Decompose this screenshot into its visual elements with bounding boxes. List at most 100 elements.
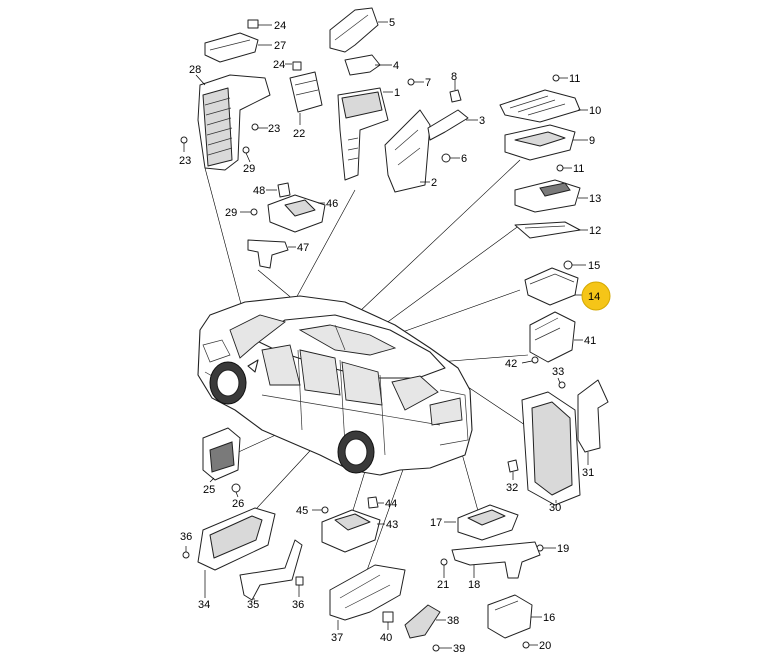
label-3[interactable]: 3 (479, 115, 485, 127)
label-37[interactable]: 37 (331, 632, 343, 644)
label-36b[interactable]: 36 (292, 599, 304, 611)
part-module-13 (514, 179, 588, 213)
label-34[interactable]: 34 (198, 599, 210, 611)
label-48[interactable]: 48 (253, 185, 265, 197)
label-30[interactable]: 30 (549, 502, 561, 514)
label-41[interactable]: 41 (584, 335, 596, 347)
label-5[interactable]: 5 (389, 17, 395, 29)
part-tray-12 (514, 221, 588, 239)
label-35[interactable]: 35 (247, 599, 259, 611)
part-screw-29 (242, 146, 251, 163)
label-43[interactable]: 43 (386, 519, 398, 531)
part-labels[interactable]: 24 27 24 28 23 22 23 29 5 4 1 7 8 3 6 2 … (179, 17, 601, 655)
part-module-22 (289, 61, 323, 125)
part-screw-45 (312, 506, 329, 514)
label-40[interactable]: 40 (380, 632, 392, 644)
part-bracket-28 (195, 74, 271, 171)
part-screw-7 (407, 78, 424, 86)
label-23a[interactable]: 23 (268, 123, 280, 135)
highlight-marker-14 (581, 281, 611, 311)
part-bracket-34 (197, 507, 276, 598)
part-module-41 (529, 311, 583, 363)
label-10[interactable]: 10 (589, 105, 601, 117)
part-bracket-47 (247, 239, 296, 269)
label-24b[interactable]: 24 (273, 59, 285, 71)
part-module-16 (487, 594, 542, 639)
part-module-1 (337, 87, 393, 181)
part-screw-33 (557, 377, 566, 389)
part-screw-6 (441, 153, 460, 163)
part-module-43 (321, 509, 385, 553)
part-clip-40 (382, 611, 394, 630)
part-screw-21 (440, 558, 448, 578)
label-11a[interactable]: 11 (569, 73, 580, 85)
part-module-9 (504, 124, 588, 161)
label-15[interactable]: 15 (588, 260, 600, 272)
label-21[interactable]: 21 (437, 579, 449, 591)
part-screw-39 (432, 644, 452, 652)
label-47[interactable]: 47 (297, 242, 309, 254)
part-screw-15 (563, 260, 586, 270)
part-screw-11b (556, 164, 572, 172)
label-27[interactable]: 27 (274, 40, 286, 52)
label-7[interactable]: 7 (425, 77, 431, 89)
label-38[interactable]: 38 (447, 615, 459, 627)
label-29b[interactable]: 29 (225, 207, 237, 219)
label-2[interactable]: 2 (431, 177, 437, 189)
part-bracket-31 (577, 379, 609, 465)
label-39[interactable]: 39 (453, 643, 465, 655)
label-6[interactable]: 6 (461, 153, 467, 165)
part-module-25 (202, 427, 241, 483)
part-nut-44 (367, 496, 384, 509)
part-bracket-2 (384, 109, 431, 193)
part-bracket-18 (451, 541, 541, 579)
label-22[interactable]: 22 (293, 128, 305, 140)
part-bracket-3 (427, 109, 478, 141)
label-33[interactable]: 33 (552, 366, 564, 378)
part-bracket-37 (329, 564, 406, 630)
label-28[interactable]: 28 (189, 64, 201, 76)
part-screw-29b (240, 208, 258, 216)
part-nut-26 (231, 483, 241, 498)
part-nut-32 (507, 459, 519, 480)
label-25[interactable]: 25 (203, 484, 215, 496)
label-12[interactable]: 12 (589, 225, 601, 237)
label-14[interactable]: 14 (588, 291, 600, 303)
part-module-14 (524, 267, 583, 306)
label-24a[interactable]: 24 (274, 20, 286, 32)
label-4[interactable]: 4 (393, 60, 399, 72)
vehicle-illustration (197, 295, 473, 476)
label-8[interactable]: 8 (451, 71, 457, 83)
part-screw-11a (552, 74, 568, 82)
label-20[interactable]: 20 (539, 640, 551, 652)
part-screw-19 (536, 544, 556, 552)
label-29a[interactable]: 29 (243, 163, 255, 175)
label-44[interactable]: 44 (385, 498, 397, 510)
part-screw-20 (522, 641, 538, 649)
label-31[interactable]: 31 (582, 467, 594, 479)
label-9[interactable]: 9 (589, 135, 595, 147)
label-46[interactable]: 46 (326, 198, 338, 210)
label-23b[interactable]: 23 (179, 155, 191, 167)
part-cover-5 (329, 7, 388, 53)
part-screw-42 (521, 356, 539, 364)
label-17[interactable]: 17 (430, 517, 442, 529)
label-1[interactable]: 1 (394, 87, 400, 99)
label-16[interactable]: 16 (543, 612, 555, 624)
label-45[interactable]: 45 (296, 505, 308, 517)
part-module-46 (267, 194, 326, 233)
part-cover-10 (499, 89, 588, 123)
label-36a[interactable]: 36 (180, 531, 192, 543)
label-18[interactable]: 18 (468, 579, 480, 591)
label-32[interactable]: 32 (506, 482, 518, 494)
part-module-30 (521, 391, 581, 506)
label-19[interactable]: 19 (557, 543, 569, 555)
part-screw-23b (180, 136, 188, 152)
label-26[interactable]: 26 (232, 498, 244, 510)
label-42[interactable]: 42 (505, 358, 517, 370)
part-screw-36a (182, 546, 190, 559)
label-11b[interactable]: 11 (573, 163, 584, 175)
part-clip-24 (247, 19, 272, 29)
label-13[interactable]: 13 (589, 193, 601, 205)
